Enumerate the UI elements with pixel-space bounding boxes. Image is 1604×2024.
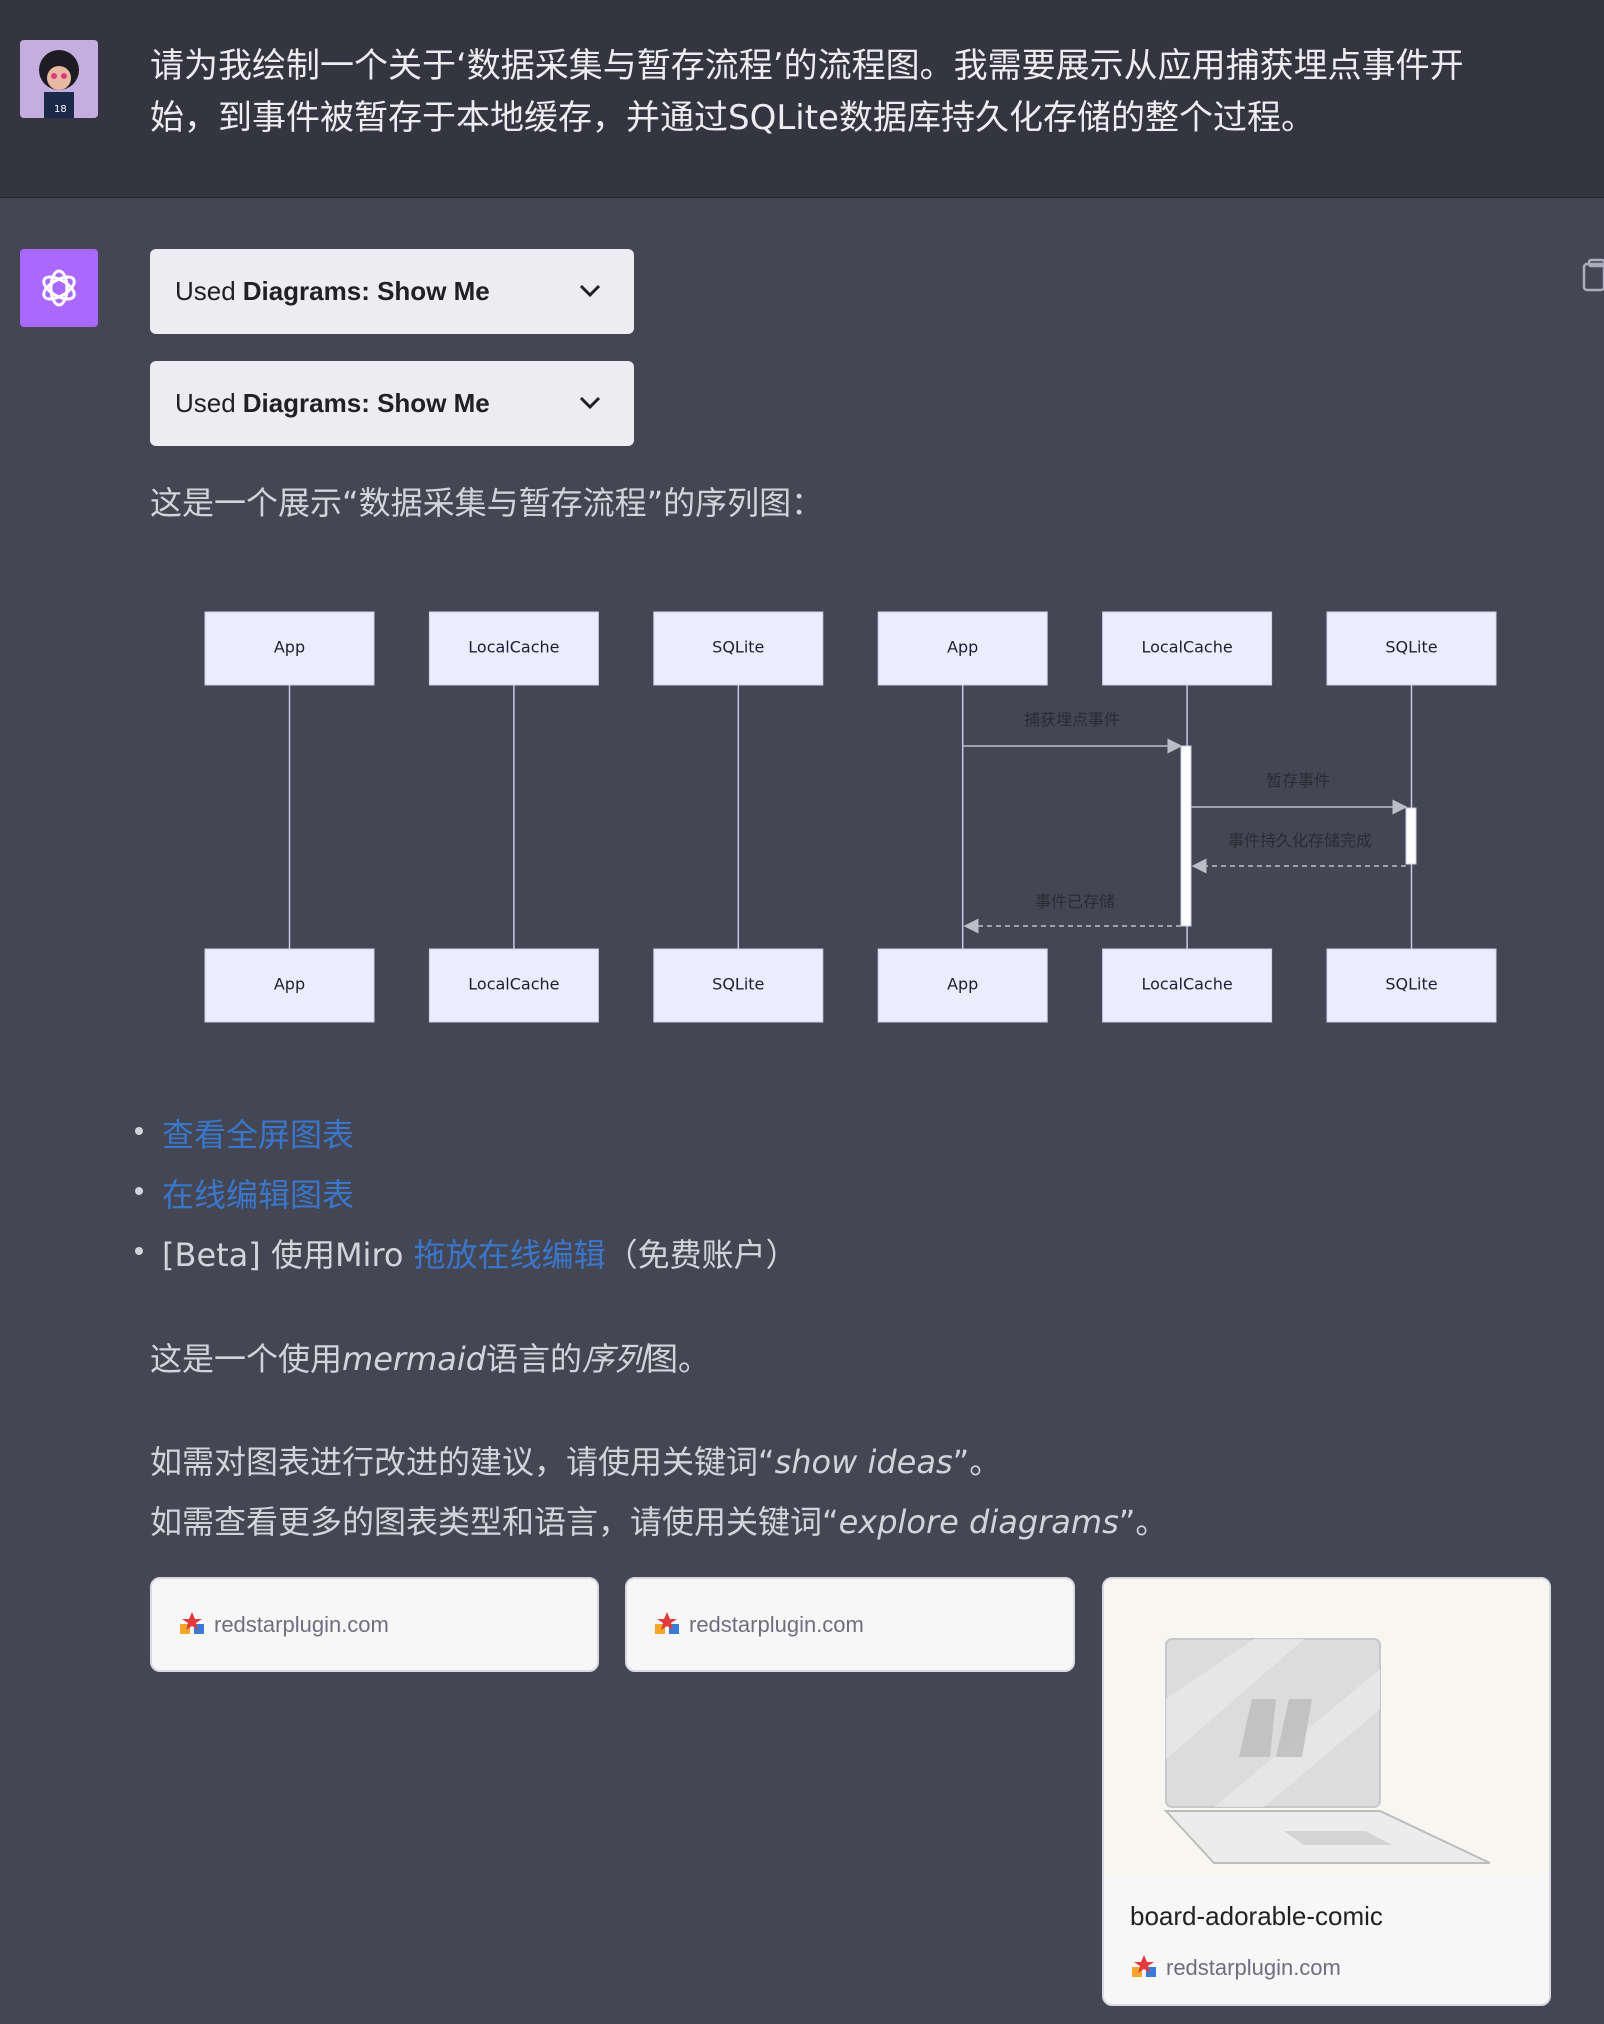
list-item: 查看全屏图表 [133, 1110, 798, 1170]
openai-logo-icon [42, 269, 76, 307]
participant-box-rect [204, 948, 375, 1023]
activation-sqlite [1405, 807, 1417, 865]
participant-label: LocalCache [468, 975, 559, 994]
plugin-call-toggle-1[interactable]: Used Diagrams: Show Me [150, 249, 634, 334]
text-span: ”。 [952, 1443, 1002, 1481]
participant-box-top: SQLite [1326, 611, 1497, 686]
participant-box-bottom: App [877, 948, 1048, 1023]
participant-box-rect [428, 948, 599, 1023]
participant-box-bottom: SQLite [1326, 948, 1497, 1023]
text-span: ”。 [1118, 1503, 1168, 1541]
participant-label: App [947, 638, 978, 657]
card-title: board-adorable-comic [1130, 1901, 1383, 1931]
list-item: 在线编辑图表 [133, 1170, 798, 1230]
keyword-show-ideas: show ideas [774, 1443, 953, 1481]
participant-label: SQLite [712, 975, 764, 994]
text-span: 如需查看更多的图表类型和语言，请使用关键词“ [150, 1503, 839, 1541]
chevron-down-icon [579, 396, 601, 410]
link-card[interactable]: redstarplugin.com [625, 1577, 1075, 1672]
participant-label: SQLite [1385, 975, 1437, 994]
participant-box-rect [204, 611, 375, 686]
user-message-text: 请为我绘制一个关于‘数据采集与暂存流程’的流程图。我需要展示从应用捕获埋点事件开… [150, 46, 1464, 138]
card-domain: redstarplugin.com [214, 1612, 389, 1637]
participant-label: App [947, 975, 978, 994]
lifelines [288, 685, 1413, 949]
miro-suffix: （免费账户） [605, 1236, 798, 1274]
miro-link[interactable]: 拖放在线编辑 [413, 1236, 606, 1274]
participant-label: LocalCache [468, 638, 559, 657]
participant-box-rect [877, 948, 1048, 1023]
miro-prefix: [Beta] 使用Miro [162, 1236, 414, 1274]
participant-label: SQLite [1385, 638, 1437, 657]
participant-box-rect [1326, 611, 1497, 686]
text-span: mermaid [342, 1340, 487, 1378]
user-avatar: 18 [20, 40, 98, 118]
plugin-call-toggle-2[interactable]: Used Diagrams: Show Me [150, 361, 634, 446]
diagram-links-list: 查看全屏图表 在线编辑图表 [Beta] 使用Miro 拖放在线编辑（免费账户） [133, 1110, 798, 1290]
user-message-row: 18 请为我绘制一个关于‘数据采集与暂存流程’的流程图。我需要展示从应用捕获埋点… [0, 0, 1604, 198]
participant-label: App [274, 638, 305, 657]
svg-text:18: 18 [54, 104, 67, 115]
participant-box-rect [1102, 611, 1273, 686]
plugin-call-prefix: Used [175, 276, 236, 306]
participant-box-rect [653, 611, 824, 686]
text-span: 语言的 [486, 1340, 583, 1378]
keyword-explore-diagrams: explore diagrams [838, 1503, 1119, 1541]
redstar-favicon-icon [180, 1612, 204, 1634]
text-span: 图。 [646, 1340, 711, 1378]
participant-label: SQLite [712, 638, 764, 657]
intro-text: 这是一个展示“数据采集与暂存流程”的序列图： [150, 484, 824, 522]
redstar-favicon-icon [655, 1612, 679, 1634]
message-label: 事件持久化存储完成 [1228, 831, 1372, 850]
text-span: 序列 [582, 1340, 647, 1378]
participant-box-top: LocalCache [1102, 611, 1273, 686]
card-preview-image [1104, 1579, 1549, 1877]
activation-localcache [1180, 745, 1192, 927]
ideas-note: 如需对图表进行改进的建议，请使用关键词“show ideas”。 [150, 1437, 1001, 1483]
participant-box-top: SQLite [653, 611, 824, 686]
participant-box-bottom: App [204, 948, 375, 1023]
plugin-call-name: Diagrams: Show Me [242, 276, 490, 306]
text-span: 这是一个使用 [150, 1340, 343, 1378]
participant-box-top: App [877, 611, 1048, 686]
message-label: 暂存事件 [1266, 771, 1330, 790]
participant-box-rect [653, 948, 824, 1023]
participant-box-rect [428, 611, 599, 686]
fullscreen-link[interactable]: 查看全屏图表 [162, 1116, 355, 1154]
participant-box-bottom: LocalCache [428, 948, 599, 1023]
text-span: 如需对图表进行改进的建议，请使用关键词“ [150, 1443, 775, 1481]
link-card[interactable]: redstarplugin.com [150, 1577, 599, 1672]
message-label: 捕获埋点事件 [1024, 710, 1120, 729]
list-item: [Beta] 使用Miro 拖放在线编辑（免费账户） [133, 1230, 798, 1290]
copy-icon[interactable] [1580, 258, 1604, 292]
participant-label: LocalCache [1141, 975, 1232, 994]
participant-label: App [274, 975, 305, 994]
card-domain: redstarplugin.com [1166, 1955, 1341, 1980]
edit-online-link[interactable]: 在线编辑图表 [162, 1176, 355, 1214]
explore-note: 如需查看更多的图表类型和语言，请使用关键词“explore diagrams”。 [150, 1497, 1167, 1543]
participant-label: LocalCache [1141, 638, 1232, 657]
participant-box-rect [1326, 948, 1497, 1023]
participant-box-rect [1102, 948, 1273, 1023]
plugin-call-name: Diagrams: Show Me [242, 388, 490, 418]
language-note: 这是一个使用mermaid语言的序列图。 [150, 1334, 710, 1380]
message-label: 事件已存储 [1035, 892, 1115, 911]
plugin-call-prefix: Used [175, 388, 236, 418]
participant-box-bottom: LocalCache [1102, 948, 1273, 1023]
participant-box-top: LocalCache [428, 611, 599, 686]
link-card-with-preview[interactable]: board-adorable-comic redstarplugin.com [1102, 1577, 1551, 2006]
assistant-avatar [20, 249, 98, 327]
participant-box-top: App [204, 611, 375, 686]
participant-box-bottom: SQLite [653, 948, 824, 1023]
redstar-favicon-icon [1132, 1955, 1156, 1977]
chevron-down-icon [579, 284, 601, 298]
card-domain: redstarplugin.com [689, 1612, 864, 1637]
participant-box-rect [877, 611, 1048, 686]
